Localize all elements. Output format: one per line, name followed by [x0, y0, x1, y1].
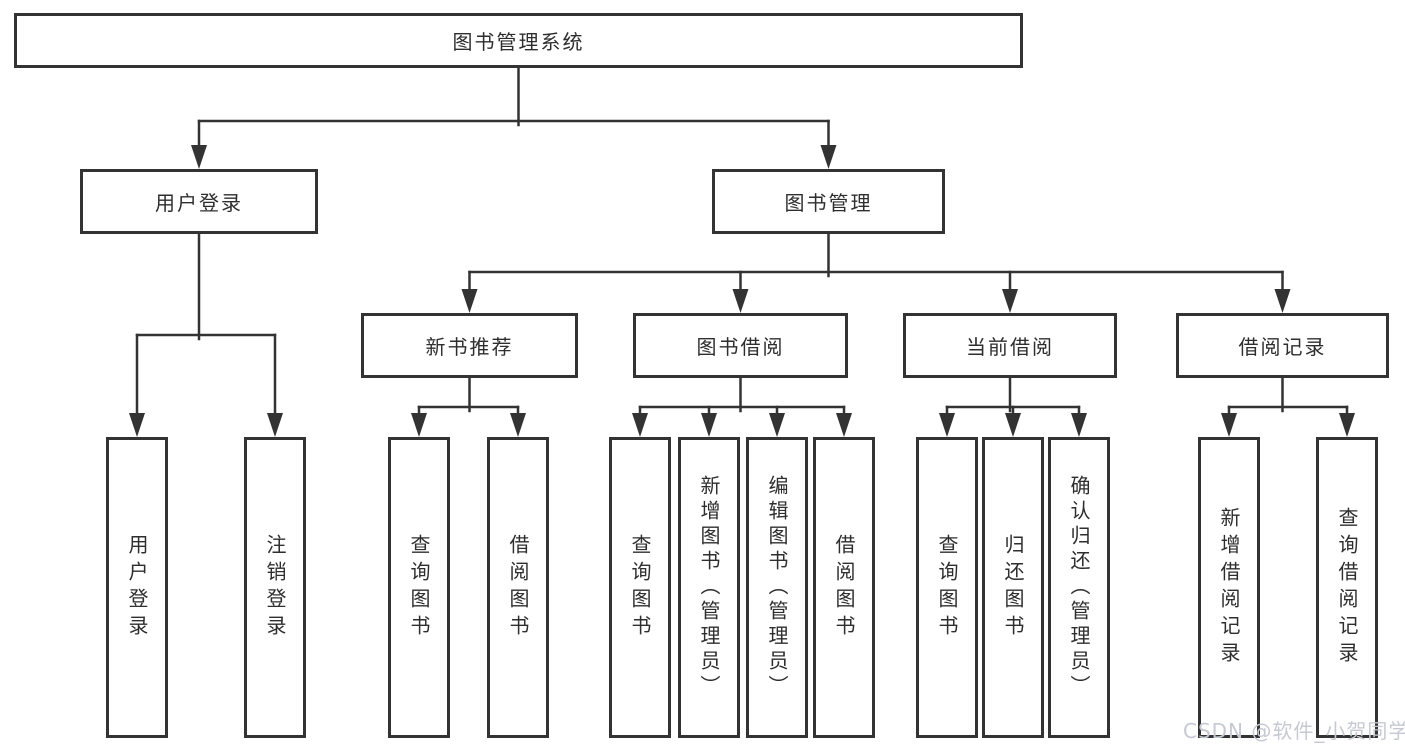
leaf-borrow-books-recommend: 借阅图书: [487, 437, 549, 738]
node-label: 新增借阅记录: [1217, 506, 1241, 669]
leaf-borrow-books: 借阅图书: [813, 437, 875, 738]
node-book-management: 图书管理: [712, 169, 945, 234]
leaf-user-login: 用户登录: [106, 437, 168, 738]
leaf-logout: 注销登录: [244, 437, 306, 738]
leaf-return-books: 归还图书: [982, 437, 1044, 738]
node-label: 查询图书: [628, 533, 652, 642]
node-label: 新增图书（管理员）: [697, 475, 721, 700]
node-label: 图书管理: [784, 191, 873, 215]
node-label: 当前借阅: [966, 335, 1054, 359]
node-label: 查询图书: [935, 533, 959, 642]
node-new-book-recommend: 新书推荐: [361, 313, 578, 378]
root-node-library-management-system: 图书管理系统: [14, 13, 1023, 68]
node-label: 新书推荐: [425, 335, 514, 359]
node-label: 编辑图书（管理员）: [765, 475, 789, 700]
leaf-add-books-admin: 新增图书（管理员）: [678, 437, 740, 738]
node-label: 用户登录: [125, 533, 149, 642]
node-label: 用户登录: [155, 191, 243, 215]
node-label: 借阅记录: [1238, 335, 1327, 359]
leaf-edit-books-admin: 编辑图书（管理员）: [746, 437, 808, 738]
csdn-watermark: CSDN @软件_小贺同学: [1183, 719, 1405, 743]
node-label: 借阅图书: [832, 533, 856, 642]
leaf-query-books-current: 查询图书: [916, 437, 978, 738]
node-current-borrow: 当前借阅: [903, 313, 1117, 378]
node-label: 借阅图书: [506, 533, 530, 642]
node-label: 图书管理系统: [452, 30, 585, 54]
node-label: 确认归还（管理员）: [1067, 475, 1091, 700]
leaf-add-borrow-record: 新增借阅记录: [1198, 437, 1260, 738]
node-user-login: 用户登录: [80, 169, 318, 234]
node-borrow-records: 借阅记录: [1176, 313, 1389, 378]
leaf-query-borrow-record: 查询借阅记录: [1316, 437, 1378, 738]
node-label: 归还图书: [1001, 533, 1025, 642]
node-label: 查询借阅记录: [1335, 506, 1359, 669]
leaf-query-books-borrow: 查询图书: [609, 437, 671, 738]
node-label: 查询图书: [407, 533, 431, 642]
node-label: 图书借阅: [696, 335, 785, 359]
leaf-confirm-return-admin: 确认归还（管理员）: [1048, 437, 1110, 738]
node-book-borrow: 图书借阅: [633, 313, 848, 378]
leaf-query-books-recommend: 查询图书: [388, 437, 450, 738]
node-label: 注销登录: [263, 533, 287, 642]
